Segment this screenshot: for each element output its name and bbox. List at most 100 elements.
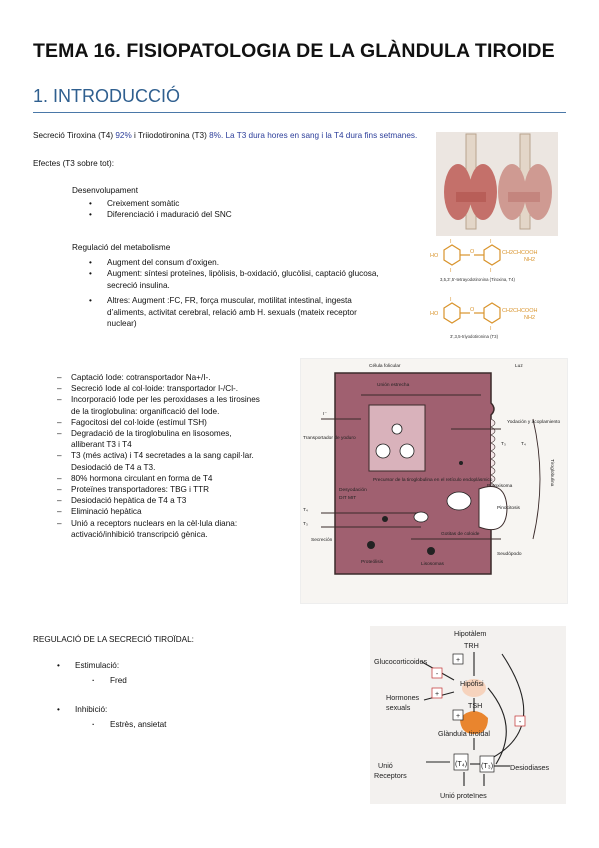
synthesis-process-list: Captació Iode: cotransportador Na+/I-. S… xyxy=(57,372,297,540)
list-item: Unió a receptors nuclears en la cèl·lula… xyxy=(57,518,297,540)
binding-proteins-label: Unió proteïnes xyxy=(440,791,487,800)
thyroglobulin-label: Tiroglobulina xyxy=(549,459,555,487)
t4-label: T₄ xyxy=(303,507,308,513)
lysosome-label: Lisosomas xyxy=(421,561,445,567)
list-item: Augment del consum d’oxigen. xyxy=(89,257,419,269)
list-item: Estimulació: xyxy=(57,660,257,672)
list-item: Incorporació Iode per les peroxidases a … xyxy=(57,394,297,416)
iodine-label: I xyxy=(450,239,452,245)
peroxisome-label: Peroxisoma xyxy=(487,483,513,489)
list-item: Eliminació hepàtica xyxy=(57,506,297,517)
inhibition-sublist: Estrès, ansietat xyxy=(92,719,292,731)
list-item: Altres: Augment :FC, FR, força muscular,… xyxy=(89,295,419,329)
iodination-label: Yodación y acoplamiento xyxy=(507,419,560,425)
follicular-cell-svg: Célula folicular Unión estrecha Luz Tran… xyxy=(301,359,567,603)
t4-label: (T₄) xyxy=(455,759,467,768)
intro-text-a: Secreció Tiroxina (T4) xyxy=(33,131,116,140)
intro-text-d: 8%. La T3 dura hores en sang i la T4 dur… xyxy=(209,131,418,140)
list-item: Augment: síntesi proteïnes, lipòlisis, b… xyxy=(89,268,419,291)
amine-label: NH2 xyxy=(524,257,535,263)
precursor-label: Precursor de la tiroglobulina en el retí… xyxy=(373,477,493,483)
iodine-label: I xyxy=(490,239,492,245)
t3-label: T₃ xyxy=(501,441,506,447)
glucocorticoids-label: Glucocorticoides xyxy=(374,657,428,666)
intro-text-b: 92% xyxy=(115,131,132,140)
side-chain-label: CH2CHCOOH xyxy=(502,250,537,256)
iodine-label: I xyxy=(490,268,492,274)
proteolysis-label: Proteólisis xyxy=(361,559,384,565)
secretion-label: Secreción xyxy=(311,537,333,543)
list-item: Degradació de la tiroglobulina en lisoso… xyxy=(57,428,297,450)
t3-label: T₃ xyxy=(303,521,308,527)
iodine-label: I xyxy=(490,326,492,332)
thyroid-gland-right xyxy=(498,133,552,230)
junction-label: Unión estrecha xyxy=(377,382,410,388)
development-title: Desenvolupament xyxy=(72,186,138,195)
transporter-label: Transportador de yoduro xyxy=(303,435,356,441)
side-chain-label: CH2CHCOOH xyxy=(502,308,537,314)
deiodination-label: Desyodación xyxy=(339,487,367,493)
list-item: Estrès, ansietat xyxy=(92,719,292,731)
tsh-label: TSH xyxy=(468,701,482,710)
hypophysis-label: Hipòfisi xyxy=(460,679,484,688)
oxygen-label: O xyxy=(470,249,475,255)
minus-sign: - xyxy=(436,671,439,678)
trh-label: TRH xyxy=(464,641,479,650)
list-item: Diferenciació i maduració del SNC xyxy=(89,209,409,221)
list-item: Creixement somàtic xyxy=(89,198,409,210)
list-item: Secreció Iode al col·loide: transportado… xyxy=(57,383,297,394)
list-item: T3 (més activa) i T4 secretades a la san… xyxy=(57,450,297,472)
stimulation-sublist: Fred xyxy=(92,675,292,687)
iodine-label: I xyxy=(450,268,452,274)
section-divider xyxy=(33,112,566,113)
minus-sign: - xyxy=(519,719,522,726)
thyroid-gland-left xyxy=(444,133,497,230)
follicular-cell-figure: Célula folicular Unión estrecha Luz Tran… xyxy=(300,358,568,604)
t4-molecule-caption: 3,5,3’,5’-tetrayodotironina (Tiroxina, T… xyxy=(440,277,516,282)
intro-paragraph: Secreció Tiroxina (T4) 92% i Triiodotiro… xyxy=(33,130,417,141)
hormones-label: sexuals xyxy=(386,703,411,712)
t3-label: (T₃) xyxy=(481,761,493,770)
plus-sign: + xyxy=(435,691,439,698)
oxygen-label: O xyxy=(470,307,475,313)
receptors-label: Receptors xyxy=(374,771,407,780)
list-item: Desiodació hepàtica de T4 a T3 xyxy=(57,495,297,506)
iodine-label: I xyxy=(450,297,452,303)
hypothalamus-label: Hipotàlem xyxy=(454,629,486,638)
list-item: Captació Iode: cotransportador Na+/I-. xyxy=(57,372,297,383)
metabolism-list: Augment del consum d’oxigen. Augment: sí… xyxy=(89,257,419,329)
dit-label: DIT MIT xyxy=(339,495,356,501)
list-item: Proteïnes transportadores: TBG i TTR xyxy=(57,484,297,495)
plus-sign: + xyxy=(456,657,460,664)
ho-label: HO xyxy=(430,253,439,259)
list-item: Inhibició: xyxy=(57,704,257,716)
pinocytosis-label: Pinocitosis xyxy=(497,505,521,511)
regulation-title: REGULACIÓ DE LA SECRECIÓ TIROÏDAL: xyxy=(33,635,194,644)
intro-text-c: i Triiodotironina (T3) xyxy=(131,131,210,140)
development-list: Creixement somàtic Diferenciació i madur… xyxy=(89,198,409,221)
t4-label: T₄ xyxy=(521,441,526,447)
plus-sign: + xyxy=(456,713,460,720)
regulation-axis-figure: + - + + - Hipotàlem TRH Glucocorticoides… xyxy=(370,626,566,804)
colloid-label: Gotitas de coloide xyxy=(441,531,480,537)
receptors-label: Unió xyxy=(378,761,393,770)
stimulation-list: Estimulació: xyxy=(57,660,257,672)
regulation-axis-svg: + - + + - Hipotàlem TRH Glucocorticoides… xyxy=(370,626,566,804)
thyroid-anatomy-figure: HO O CH2CHCOOH NH2 I I I I HO O CH2CHCOO… xyxy=(428,130,566,342)
inhibition-list: Inhibició: xyxy=(57,704,257,716)
list-item: Fagocitosi del col·loide (estímul TSH) xyxy=(57,417,297,428)
list-item: Fred xyxy=(92,675,292,687)
section-heading: 1. INTRODUCCIÓ xyxy=(33,86,181,106)
seudopod-label: Seudópodo xyxy=(497,551,522,557)
thyroid-anatomy-svg: HO O CH2CHCOOH NH2 I I I I HO O CH2CHCOO… xyxy=(430,132,558,339)
thyroid-gland-label: Glàndula tiroidal xyxy=(438,729,490,738)
t3-molecule-caption: 3’,3,5-triyodotironina (T3) xyxy=(450,334,499,339)
list-item: 80% hormona circulant en forma de T4 xyxy=(57,473,297,484)
iodide-label: I⁻ xyxy=(323,411,327,417)
metabolism-title: Regulació del metabolisme xyxy=(72,243,171,252)
lumen-label: Luz xyxy=(515,363,523,369)
deiodinases-label: Desiodiases xyxy=(510,763,550,772)
cell-label: Célula folicular xyxy=(369,363,401,369)
amine-label: NH2 xyxy=(524,315,535,321)
effects-title: Efectes (T3 sobre tot): xyxy=(33,159,114,168)
